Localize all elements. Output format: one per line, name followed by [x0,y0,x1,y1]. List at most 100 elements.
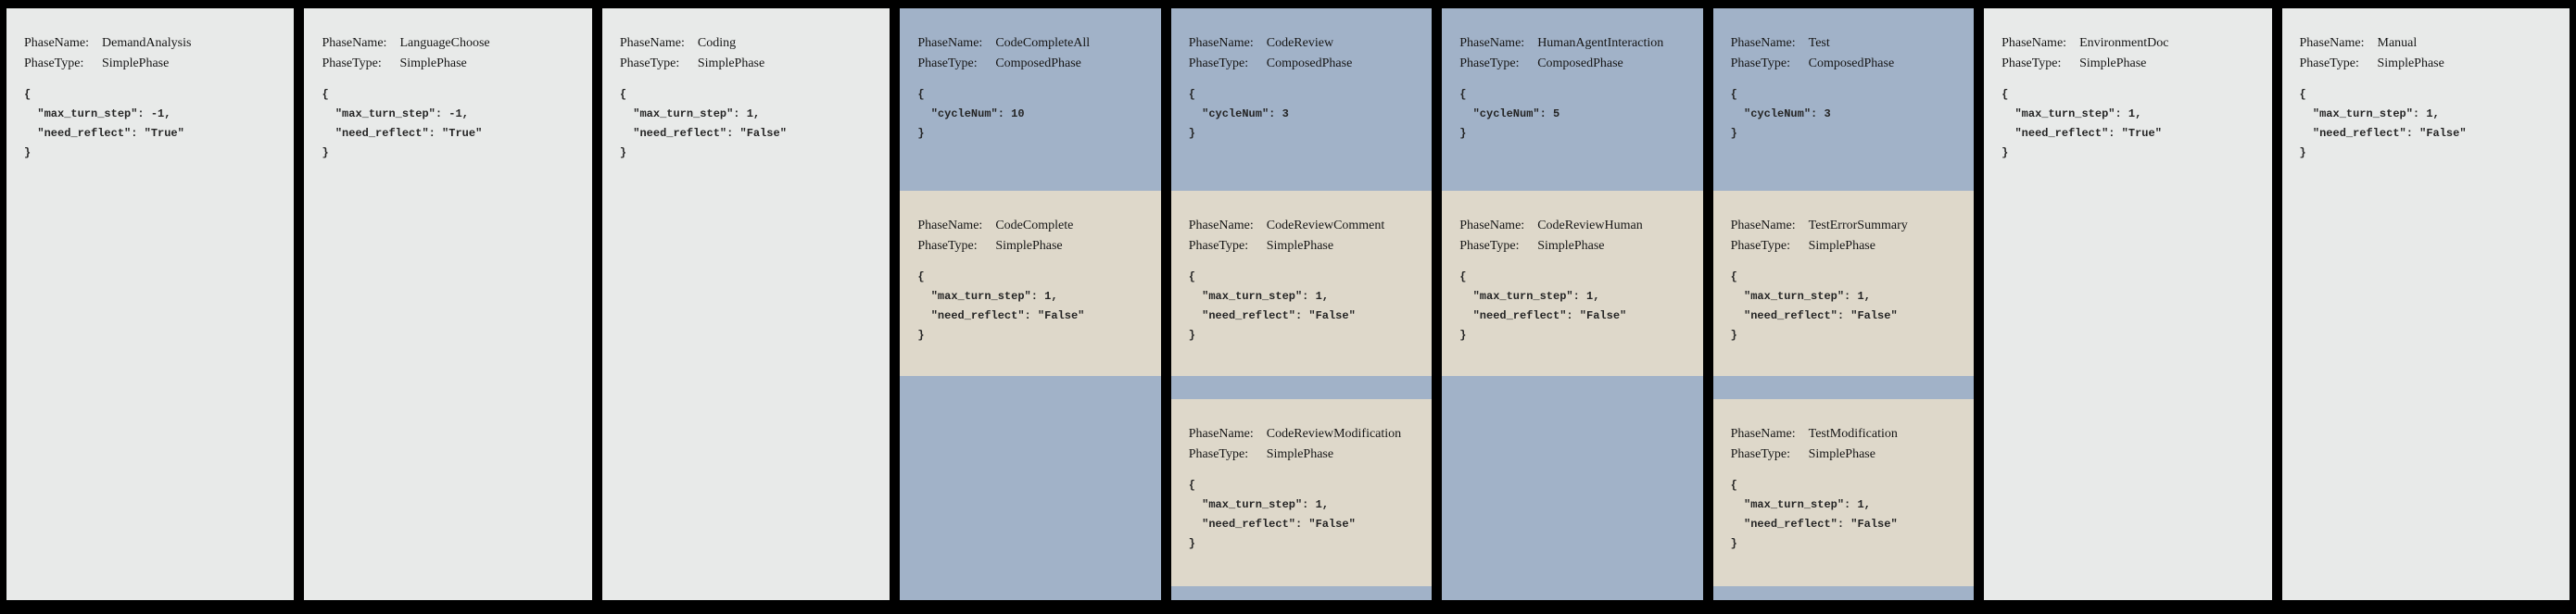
phase-type-value: SimplePhase [2377,56,2444,70]
phase-type-label: PhaseType: [917,239,978,253]
phase-name-row: PhaseName: LanguageChoose [322,33,582,54]
subphase-card-codereviewhuman: PhaseName: CodeReviewHuman PhaseType: Si… [1442,191,1703,376]
phase-name-label: PhaseName: [1730,219,1796,232]
phase-name-row: PhaseName: TestErrorSummary [1731,216,1964,236]
phase-name-value: CodeCompleteAll [995,36,1091,50]
phase-name-value: HumanAgentInteraction [1537,36,1664,50]
phase-type-row: PhaseType: ComposedPhase [917,54,1151,74]
phase-name-label: PhaseName: [1188,36,1254,50]
phase-type-row: PhaseType: SimplePhase [1189,445,1422,465]
phase-config-json: { "max_turn_step": 1, "need_reflect": "F… [1459,270,1627,342]
phase-config-json: { "max_turn_step": 1, "need_reflect": "F… [1188,270,1356,342]
phase-type-value: SimplePhase [1266,447,1334,461]
phase-name-row: PhaseName: Test [1731,33,1964,54]
phase-type-value: ComposedPhase [995,56,1081,70]
phase-type-row: PhaseType: ComposedPhase [1731,54,1964,74]
phase-type-value: SimplePhase [2079,56,2147,70]
composed-phase-header: PhaseName: CodeCompleteAll PhaseType: Co… [900,8,1160,191]
phase-config-json: { "max_turn_step": -1, "need_reflect": "… [322,88,483,159]
phase-type-label: PhaseType: [1730,447,1790,461]
phase-type-row: PhaseType: SimplePhase [1731,445,1964,465]
phase-type-label: PhaseType: [322,56,382,70]
phase-name-label: PhaseName: [1459,36,1525,50]
phase-type-label: PhaseType: [1730,56,1790,70]
phase-card-humanagentinteraction: PhaseName: HumanAgentInteraction PhaseTy… [1442,8,1703,600]
phase-type-value: SimplePhase [995,239,1063,253]
phase-config-json: { "max_turn_step": -1, "need_reflect": "… [24,88,184,159]
phase-card-codereview: PhaseName: CodeReview PhaseType: Compose… [1170,8,1433,600]
phase-card-codecompleteall: PhaseName: CodeCompleteAll PhaseType: Co… [900,8,1161,600]
phase-type-label: PhaseType: [2299,56,2359,70]
phase-name-row: PhaseName: EnvironmentDoc [2001,33,2262,54]
phase-name-value: CodeReviewHuman [1537,219,1643,232]
phase-type-label: PhaseType: [1188,56,1249,70]
phase-name-label: PhaseName: [2001,36,2067,50]
phase-type-label: PhaseType: [619,56,680,70]
composed-phase-header: PhaseName: Test PhaseType: ComposedPhase… [1713,8,1974,191]
phase-card-demandanalysis: PhaseName: DemandAnalysis PhaseType: Sim… [6,8,295,600]
phase-type-label: PhaseType: [1188,239,1249,253]
phase-name-label: PhaseName: [2299,36,2365,50]
phase-name-row: PhaseName: Coding [620,33,880,54]
phase-name-label: PhaseName: [1730,36,1796,50]
phase-type-label: PhaseType: [917,56,978,70]
phase-name-value: DemandAnalysis [102,36,192,50]
phase-type-value: SimplePhase [1537,239,1605,253]
phase-type-label: PhaseType: [1730,239,1790,253]
phase-config-json: { "cycleNum": 3 } [1730,88,1831,140]
phase-config-json: { "cycleNum": 10 } [917,88,1025,140]
phase-name-label: PhaseName: [1188,219,1254,232]
phase-type-row: PhaseType: SimplePhase [620,54,880,74]
phase-card-coding: PhaseName: Coding PhaseType: SimplePhase… [601,8,890,600]
phase-type-row: PhaseType: SimplePhase [1189,236,1422,257]
phase-name-value: Test [1808,36,1830,50]
phase-type-row: PhaseType: SimplePhase [917,236,1151,257]
phase-card-manual: PhaseName: Manual PhaseType: SimplePhase… [2281,8,2570,600]
phase-name-row: PhaseName: CodeReviewModification [1189,424,1422,445]
phase-type-value: ComposedPhase [1808,56,1895,70]
phase-type-row: PhaseType: SimplePhase [1731,236,1964,257]
phase-config-json: { "max_turn_step": 1, "need_reflect": "F… [1730,270,1898,342]
phase-name-value: LanguageChoose [399,36,490,50]
composed-phase-header: PhaseName: CodeReview PhaseType: Compose… [1171,8,1432,191]
phase-type-value: SimplePhase [1808,239,1875,253]
phase-type-label: PhaseType: [24,56,84,70]
phase-name-value: Coding [697,36,737,50]
phase-card-environmentdoc: PhaseName: EnvironmentDoc PhaseType: Sim… [1984,8,2272,600]
phase-type-value: ComposedPhase [1537,56,1623,70]
subphase-card-testerrorsummary: PhaseName: TestErrorSummary PhaseType: S… [1712,191,1975,376]
subphase-card-codereviewcomment: PhaseName: CodeReviewComment PhaseType: … [1170,191,1433,376]
phase-name-label: PhaseName: [24,36,89,50]
phase-type-label: PhaseType: [1188,447,1249,461]
phase-type-label: PhaseType: [1459,56,1520,70]
phase-name-row: PhaseName: CodeReviewHuman [1459,216,1693,236]
phase-name-value: TestModification [1808,427,1898,441]
phase-config-json: { "max_turn_step": 1, "need_reflect": "T… [2001,88,2162,159]
phase-name-row: PhaseName: TestModification [1731,424,1964,445]
phase-config-json: { "max_turn_step": 1, "need_reflect": "F… [917,270,1085,342]
phase-name-row: PhaseName: DemandAnalysis [24,33,284,54]
phase-name-label: PhaseName: [917,36,983,50]
phase-type-row: PhaseType: SimplePhase [24,54,284,74]
subphase-card-testmodification: PhaseName: TestModification PhaseType: S… [1712,399,1975,586]
phase-name-value: TestErrorSummary [1808,219,1908,232]
phase-config-json: { "cycleNum": 3 } [1188,88,1289,140]
composed-phase-header: PhaseName: HumanAgentInteraction PhaseTy… [1442,8,1702,191]
phase-type-row: PhaseType: ComposedPhase [1459,54,1693,74]
phase-type-row: PhaseType: SimplePhase [2001,54,2262,74]
phase-type-row: PhaseType: ComposedPhase [1189,54,1422,74]
phase-card-languagechoose: PhaseName: LanguageChoose PhaseType: Sim… [304,8,592,600]
phase-card-test: PhaseName: Test PhaseType: ComposedPhase… [1712,8,1975,600]
phase-config-json: { "cycleNum": 5 } [1459,88,1560,140]
phase-name-row: PhaseName: CodeReviewComment [1189,216,1422,236]
phase-name-row: PhaseName: CodeCompleteAll [917,33,1151,54]
phase-name-label: PhaseName: [1459,219,1525,232]
phase-name-value: CodeComplete [995,219,1074,232]
phase-name-label: PhaseName: [1188,427,1254,441]
phase-name-value: CodeReviewModification [1266,427,1402,441]
phase-name-row: PhaseName: HumanAgentInteraction [1459,33,1693,54]
phase-type-row: PhaseType: SimplePhase [1459,236,1693,257]
phase-name-label: PhaseName: [1730,427,1796,441]
phase-config-json: { "max_turn_step": 1, "need_reflect": "F… [1188,479,1356,550]
